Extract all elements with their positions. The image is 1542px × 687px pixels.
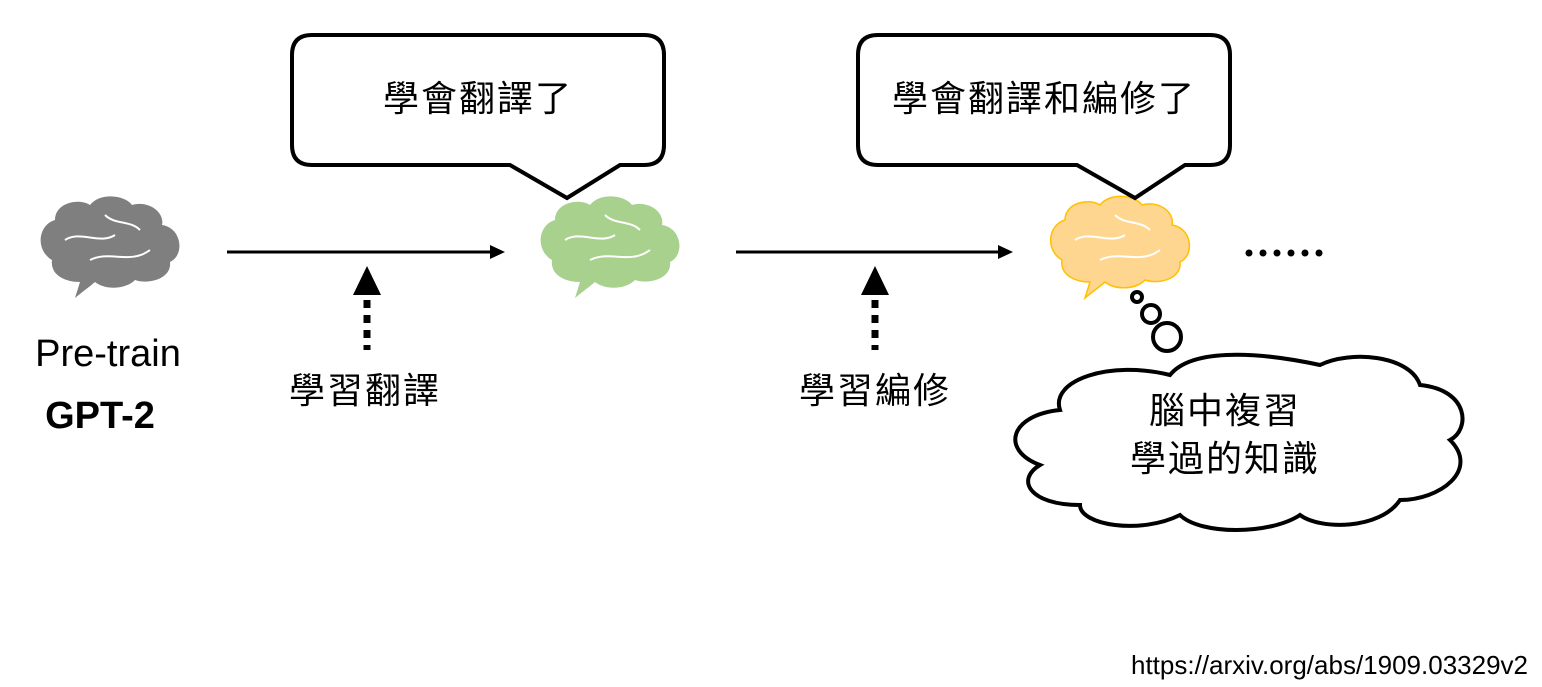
arrow-right-2 [736, 245, 1013, 259]
model-name: GPT-2 [45, 395, 155, 437]
thought-cloud-text-line1: 腦中複習 [1148, 391, 1302, 432]
task-label-2: 學習編修 [798, 371, 952, 412]
brain-icon-step1 [540, 196, 680, 298]
task-label-1: 學習翻譯 [288, 371, 442, 412]
speech-bubble-2-text: 學會翻譯和編修了 [891, 79, 1197, 120]
speech-bubble-1 [290, 33, 666, 201]
thought-bubble-dots [1130, 290, 1183, 353]
speech-bubble-2 [856, 33, 1232, 201]
source-url: https://arxiv.org/abs/1909.03329v2 [1131, 650, 1528, 680]
thought-cloud-text-line2: 學過的知識 [1129, 439, 1321, 480]
arrow-right-1 [227, 245, 505, 259]
speech-bubble-1-text: 學會翻譯了 [382, 79, 574, 120]
ellipsis-dots [1245, 249, 1323, 257]
brain-icon-pretrain [40, 196, 180, 298]
brain-icon-step2 [1049, 195, 1191, 299]
thought-cloud [1013, 352, 1465, 532]
dashed-arrow-up-2 [861, 266, 889, 350]
dashed-arrow-up-1 [353, 266, 381, 350]
model-stage-label: Pre-train [35, 333, 181, 375]
